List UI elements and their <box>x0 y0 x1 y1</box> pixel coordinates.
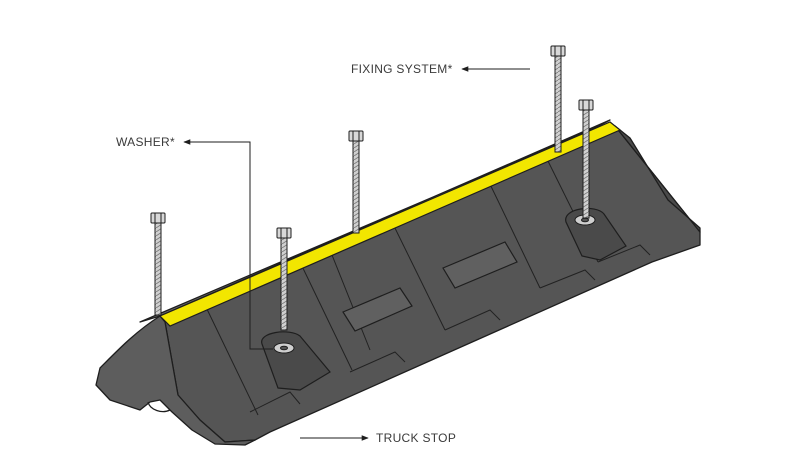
body-right-end <box>614 125 701 233</box>
washers <box>273 214 596 354</box>
washer-leader-arrow <box>183 139 273 350</box>
truck-stop-body <box>95 119 701 446</box>
truck-stop-label: TRUCK STOP <box>376 431 457 445</box>
fixing-system-label: FIXING SYSTEM* <box>351 62 453 76</box>
body-left-end <box>95 315 256 446</box>
bolt-2 <box>276 227 292 331</box>
bolt-5 <box>578 99 594 219</box>
bolt-1 <box>150 212 166 316</box>
recessed-pads <box>342 241 518 332</box>
body-left-slot <box>147 401 171 413</box>
body-ribs <box>204 154 651 416</box>
bolt-4 <box>550 45 566 153</box>
bolt-3 <box>348 130 364 234</box>
washer-label: WASHER* <box>116 135 175 149</box>
yellow-ridge-stripe <box>158 121 622 327</box>
